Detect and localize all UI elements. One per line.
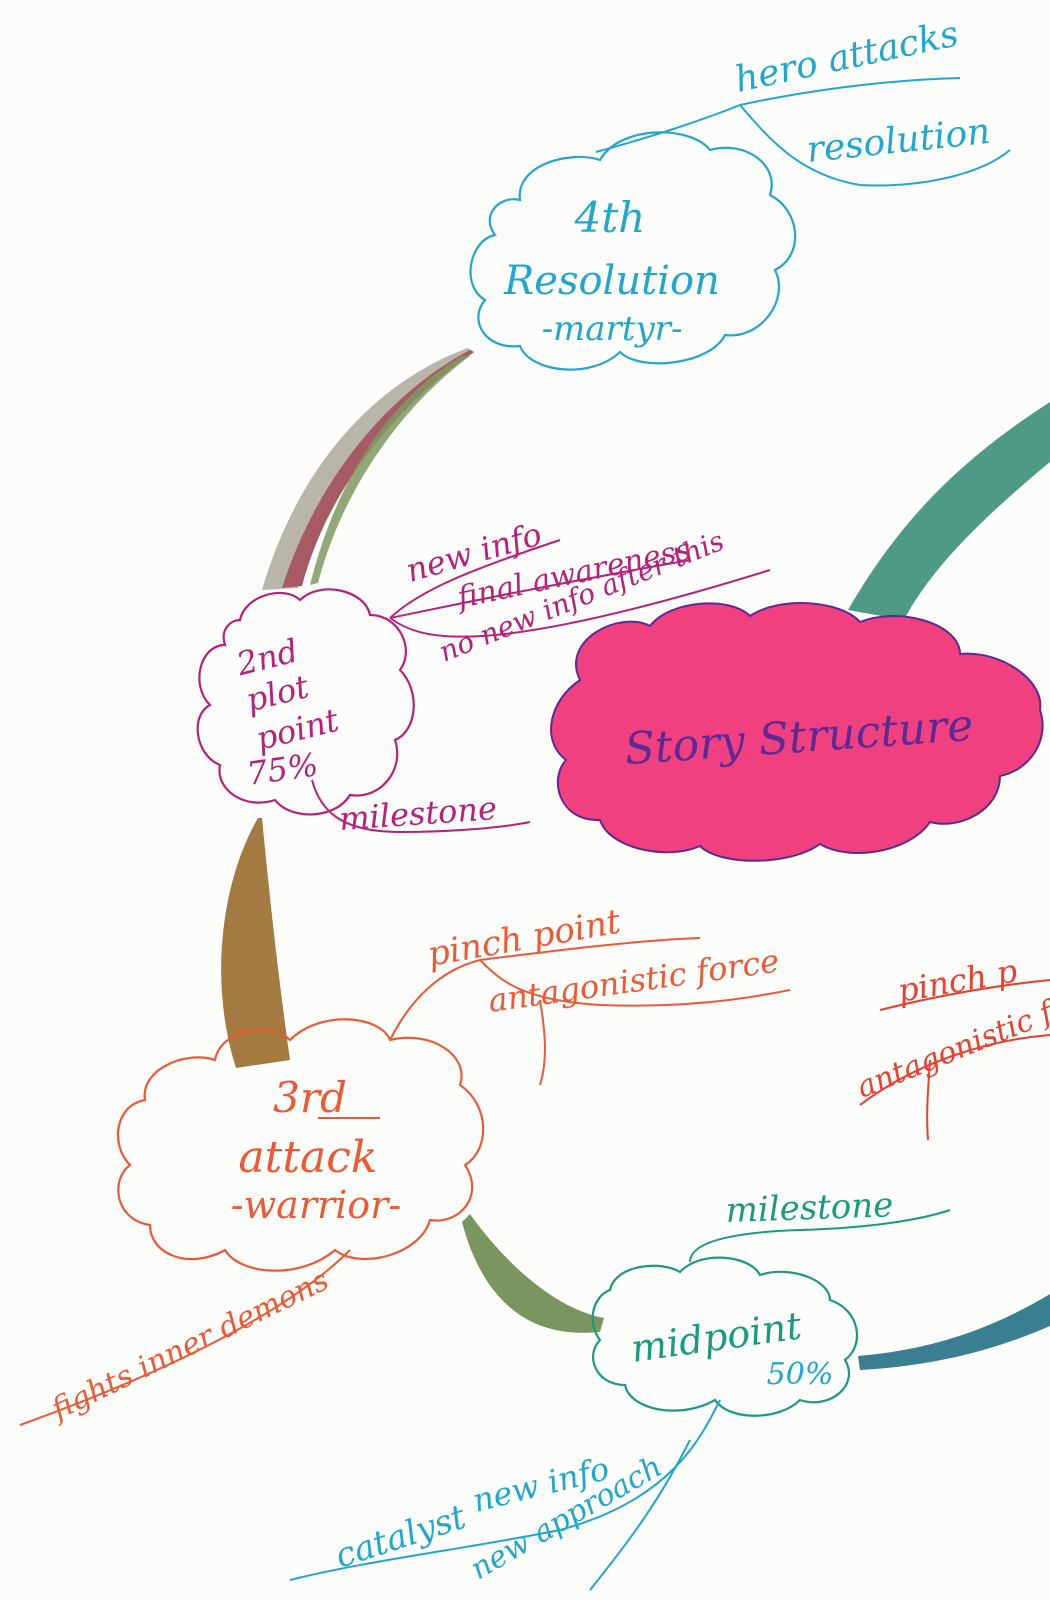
midpoint-percent: 50% xyxy=(767,1357,834,1392)
plot-point-cloud xyxy=(196,588,415,816)
resolution-title: Resolution xyxy=(503,258,720,304)
branch-plot-point-to-attack xyxy=(221,818,290,1068)
attack-subtitle: -warrior- xyxy=(231,1183,401,1227)
resolution-node: 4th Resolution -martyr- hero attacks res… xyxy=(469,13,1011,371)
attack-branch-pinch-point: pinch point xyxy=(425,902,624,975)
resolution-number: 4th xyxy=(574,193,646,242)
midpoint-node: midpoint 50% milestone catalyst new info… xyxy=(289,1185,951,1591)
plot-point-branch-milestone: milestone xyxy=(338,789,498,838)
resolution-subtitle: -martyr- xyxy=(542,309,683,349)
resolution-branch-resolution: resolution xyxy=(805,111,992,171)
attack-branch-fights-inner-demons: fights inner demons xyxy=(44,1263,334,1428)
resolution-branch-hero-attacks: hero attacks xyxy=(731,13,962,100)
attack-number: 3rd xyxy=(273,1073,347,1122)
branch-midpoint-to-right xyxy=(858,1294,1050,1370)
branches xyxy=(221,348,1050,1370)
right-branch-antagonistic: antagonistic fo xyxy=(852,988,1050,1105)
right-branch-pinch: pinch p xyxy=(895,952,1020,1010)
branch-attack-to-midpoint xyxy=(462,1214,604,1333)
attack-cloud xyxy=(116,1018,485,1272)
plot-point-line-4: 75% xyxy=(245,745,321,793)
right-partial-node: pinch p antagonistic fo xyxy=(852,952,1050,1141)
central-cloud xyxy=(550,602,1044,862)
central-node: Story Structure xyxy=(550,602,1044,862)
midpoint-cloud xyxy=(591,1256,859,1417)
branch-central-to-upper-right xyxy=(848,402,1050,620)
midpoint-branch-milestone: milestone xyxy=(725,1185,894,1231)
midpoint-branch-catalyst: catalyst xyxy=(330,1497,471,1577)
attack-title: attack xyxy=(238,1132,377,1183)
